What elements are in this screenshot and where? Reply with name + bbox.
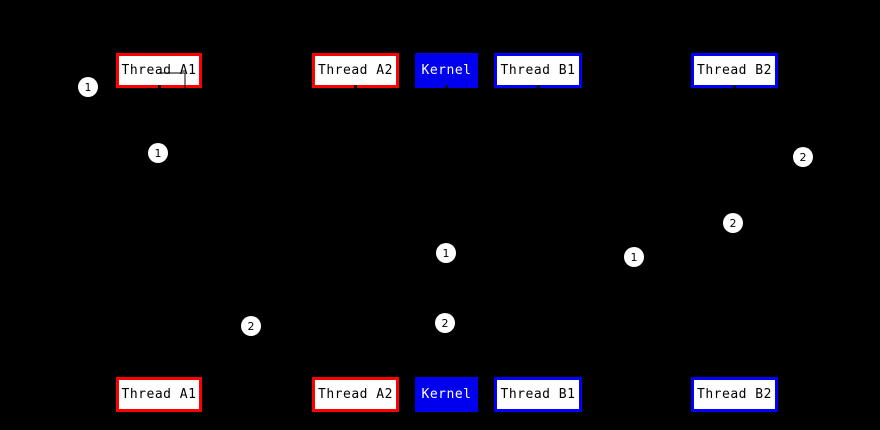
participant-foot-thread-a1[interactable]: Thread A1 <box>116 377 202 412</box>
participant-head-thread-a2[interactable]: Thread A2 <box>312 53 399 88</box>
participant-foot-thread-a2[interactable]: Thread A2 <box>312 377 399 412</box>
lifeline-tick-thread-a2-top <box>354 85 357 88</box>
participant-foot-kernel[interactable]: Kernel <box>415 377 478 412</box>
sequence-badge-6: 1 <box>624 247 644 267</box>
lifeline-thread-a2 <box>355 88 356 377</box>
participant-label: Kernel <box>421 387 472 402</box>
participant-foot-thread-b2[interactable]: Thread B2 <box>691 377 778 412</box>
lifeline-kernel <box>446 88 447 377</box>
participant-label: Kernel <box>421 63 472 78</box>
participant-label: Thread B2 <box>697 387 772 402</box>
sequence-badge-1: 1 <box>78 77 98 97</box>
lifeline-thread-a1 <box>159 88 160 377</box>
participant-label: Thread B1 <box>500 387 576 402</box>
participant-foot-thread-b1[interactable]: Thread B1 <box>494 377 582 412</box>
participant-head-thread-a1[interactable]: Thread A1 <box>116 53 202 88</box>
sequence-badge-7: 2 <box>241 316 261 336</box>
sequence-badge-2: 1 <box>148 143 168 163</box>
participant-head-thread-b1[interactable]: Thread B1 <box>494 53 582 88</box>
sequence-badge-3: 2 <box>793 147 813 167</box>
participant-label: Thread B1 <box>500 63 576 78</box>
message-3-thread-b2-to-thread-b2 <box>734 142 761 172</box>
sequence-badge-8: 2 <box>435 313 455 333</box>
lifeline-tick-thread-a1-top <box>158 85 161 88</box>
lifeline-tick-kernel-top <box>445 85 448 88</box>
sequence-badge-4: 2 <box>723 213 743 233</box>
lifeline-thread-b1 <box>538 88 539 377</box>
participant-label: Thread A1 <box>121 387 197 402</box>
participant-label: Thread A2 <box>318 63 393 78</box>
participant-label: Thread A2 <box>318 387 393 402</box>
participant-head-kernel[interactable]: Kernel <box>415 53 478 88</box>
participant-label: Thread B2 <box>697 63 772 78</box>
participant-head-thread-b2[interactable]: Thread B2 <box>691 53 778 88</box>
message-8-kernel-to-thread-a2 <box>354 304 447 342</box>
message-2-thread-a1-to-thread-a2 <box>158 134 356 172</box>
participant-label: Thread A1 <box>121 63 197 78</box>
lifeline-tick-thread-b2-top <box>733 85 736 88</box>
message-4-thread-b2-to-thread-b1 <box>537 204 735 242</box>
lifeline-tick-thread-b1-top <box>537 85 540 88</box>
message-5-kernel-to-thread-b1 <box>445 234 539 272</box>
sequence-badge-5: 1 <box>436 243 456 263</box>
